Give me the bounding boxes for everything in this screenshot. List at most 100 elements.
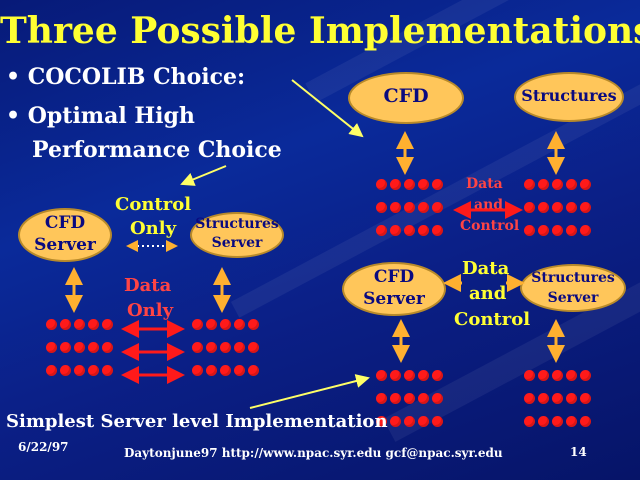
processor-dot — [102, 342, 113, 353]
processor-dot — [46, 342, 57, 353]
processor-dot — [566, 225, 577, 236]
processor-dot — [74, 342, 85, 353]
processor-dot — [390, 179, 401, 190]
processor-dot — [580, 202, 591, 213]
processor-dot — [220, 319, 231, 330]
processor-dot — [390, 370, 401, 381]
footer-info: Daytonjune97 http://www.npac.syr.edu gcf… — [124, 446, 503, 460]
processor-dot — [524, 179, 535, 190]
processor-dot — [432, 370, 443, 381]
processor-dot — [524, 393, 535, 404]
processor-dot — [566, 393, 577, 404]
processor-dot — [524, 202, 535, 213]
processor-dot — [46, 319, 57, 330]
processor-dot — [390, 202, 401, 213]
footer-date: 6/22/97 — [18, 440, 69, 454]
processor-dot — [248, 342, 259, 353]
processor-dot — [432, 225, 443, 236]
cfd-server-oval-2 — [342, 262, 446, 316]
control-only-label-2: Only — [130, 218, 177, 239]
structures-oval — [514, 72, 624, 122]
processor-grid-cfd-top — [376, 179, 443, 236]
processor-dot — [376, 370, 387, 381]
processor-dot — [206, 319, 217, 330]
processor-dot — [580, 393, 591, 404]
processor-dot — [404, 202, 415, 213]
processor-dot — [206, 342, 217, 353]
processor-dot — [432, 393, 443, 404]
processor-dot — [552, 202, 563, 213]
processor-dot — [418, 202, 429, 213]
processor-dot — [404, 225, 415, 236]
data-and-control-top-1: Data — [466, 176, 503, 192]
processor-dot — [432, 202, 443, 213]
processor-dot — [376, 416, 387, 427]
control-only-label-1: Control — [115, 194, 192, 215]
processor-dot — [192, 342, 203, 353]
processor-dot — [248, 365, 259, 376]
processor-dot — [538, 225, 549, 236]
data-and-control-bottom-3: Control — [454, 309, 531, 330]
processor-dot — [234, 342, 245, 353]
processor-dot — [566, 202, 577, 213]
processor-dot — [390, 393, 401, 404]
processor-dot — [538, 416, 549, 427]
processor-dot — [524, 416, 535, 427]
processor-dot — [552, 393, 563, 404]
pointer-arrow-left — [180, 165, 227, 186]
processor-dot — [390, 225, 401, 236]
processor-dot — [376, 225, 387, 236]
processor-dot — [418, 416, 429, 427]
bullet-2-continued: Performance Choice — [32, 137, 282, 163]
processor-dot — [566, 416, 577, 427]
processor-dot — [580, 370, 591, 381]
processor-dot — [60, 342, 71, 353]
processor-dot — [376, 202, 387, 213]
processor-dot — [404, 179, 415, 190]
processor-dot — [248, 319, 259, 330]
footer-page-number: 14 — [570, 445, 587, 459]
processor-dot — [580, 179, 591, 190]
processor-dot — [102, 365, 113, 376]
data-and-control-top-3: Control — [460, 218, 520, 234]
processor-dot — [524, 370, 535, 381]
processor-dot — [46, 365, 57, 376]
processor-dot — [220, 365, 231, 376]
bullet-2: • Optimal High — [6, 103, 195, 129]
pointer-arrow-bottom — [249, 374, 370, 409]
processor-dot — [404, 393, 415, 404]
processor-dot — [74, 365, 85, 376]
processor-dot — [552, 370, 563, 381]
caption: Simplest Server level Implementation — [6, 411, 388, 432]
processor-dot — [432, 416, 443, 427]
processor-dot — [552, 225, 563, 236]
data-only-label-1: Data — [124, 275, 172, 296]
processor-dot — [538, 179, 549, 190]
processor-dot — [234, 319, 245, 330]
data-and-control-bottom-2: and — [469, 283, 507, 304]
processor-dot — [74, 319, 85, 330]
data-only-label-2: Only — [127, 300, 174, 321]
processor-dot — [234, 365, 245, 376]
structures-label: Structures — [521, 86, 617, 105]
processor-dot — [538, 393, 549, 404]
processor-dot — [538, 370, 549, 381]
processor-dot — [88, 365, 99, 376]
processor-dot — [192, 319, 203, 330]
processor-dot — [102, 319, 113, 330]
processor-dot — [404, 416, 415, 427]
processor-grid-structures-top — [524, 179, 591, 236]
processor-dot — [376, 393, 387, 404]
processor-dot — [552, 179, 563, 190]
processor-dot — [390, 416, 401, 427]
structures-server-oval — [190, 212, 284, 258]
processor-dot — [220, 342, 231, 353]
pointer-arrow-top — [291, 79, 364, 138]
processor-dot — [88, 342, 99, 353]
processor-dot — [88, 319, 99, 330]
processor-dot — [566, 179, 577, 190]
data-and-control-bottom-1: Data — [462, 258, 510, 279]
